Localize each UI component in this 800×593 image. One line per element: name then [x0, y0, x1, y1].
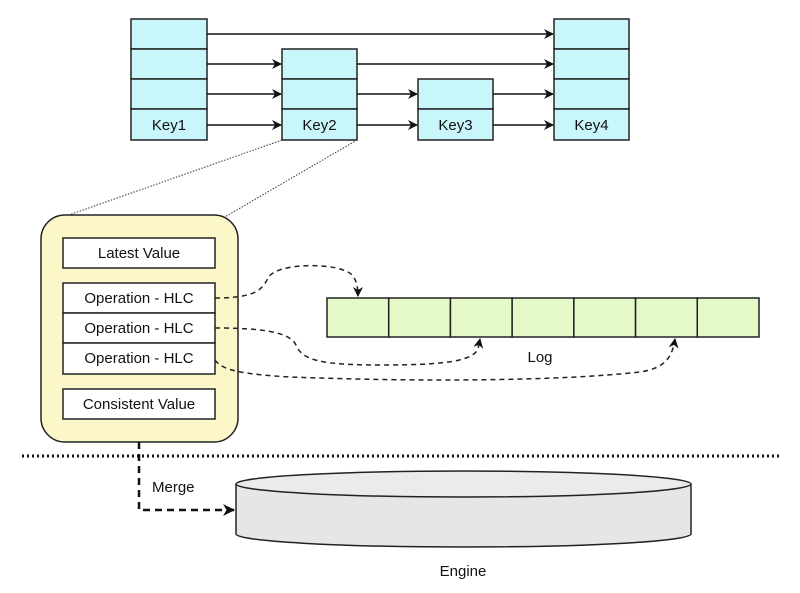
- log-cell: [387, 297, 452, 338]
- operation-hlc-label: Operation - HLC: [84, 290, 193, 307]
- key-cell: [281, 108, 358, 141]
- node-detail-container: Latest Value Operation - HLC Operation -…: [40, 214, 239, 443]
- key-label: Key4: [574, 117, 608, 134]
- operation-log-link: [214, 264, 363, 299]
- callout-line-left: [65, 139, 283, 217]
- level-cell: [130, 48, 208, 80]
- skiplist-node-key1: Key1: [130, 18, 208, 141]
- key-cell: [553, 108, 630, 141]
- key-label: Key1: [152, 117, 186, 134]
- skiplist-node-key3: Key3: [417, 78, 494, 141]
- level-cell: [130, 18, 208, 50]
- key-label: Key3: [438, 117, 472, 134]
- key-cell: [130, 108, 208, 141]
- log-cell: [326, 297, 390, 338]
- cylinder-top: [235, 470, 692, 498]
- operation-log-link: [214, 338, 679, 381]
- log-cell: [696, 297, 760, 338]
- level-cell: [130, 78, 208, 110]
- skiplist-node-key4: Key4: [553, 18, 630, 141]
- engine-label: Engine: [440, 563, 487, 580]
- log-cell: [511, 297, 575, 338]
- operation-hlc-box: [62, 342, 216, 375]
- level-cell: [281, 48, 358, 80]
- latest-value-box: [62, 237, 216, 269]
- key-label: Key2: [302, 117, 336, 134]
- level-cell: [553, 18, 630, 50]
- log-label: Log: [527, 349, 552, 366]
- operation-hlc-label: Operation - HLC: [84, 320, 193, 337]
- skiplist-node-key2: Key2: [281, 48, 358, 141]
- operation-hlc-box: [62, 312, 216, 344]
- log-cell: [634, 297, 699, 338]
- engine-cylinder: [235, 470, 692, 548]
- merge-label: Merge: [152, 479, 195, 496]
- level-cell: [417, 78, 494, 110]
- merge-arrow: [137, 442, 235, 516]
- level-cell: [553, 78, 630, 110]
- operation-log-link: [214, 327, 484, 366]
- level-cell: [553, 48, 630, 80]
- callout-line-right: [222, 139, 358, 219]
- operation-hlc-label: Operation - HLC: [84, 350, 193, 367]
- latest-value-label: Latest Value: [98, 245, 180, 262]
- level-cell: [281, 78, 358, 110]
- log-cell: [449, 297, 513, 338]
- skiplist: Key1 Key2 Key3 Key4: [130, 18, 630, 141]
- consistent-value-label: Consistent Value: [83, 396, 195, 413]
- cylinder-body: [235, 484, 692, 548]
- key-cell: [417, 108, 494, 141]
- log-cell: [573, 297, 637, 338]
- consistent-value-box: [62, 388, 216, 420]
- log: [326, 297, 760, 338]
